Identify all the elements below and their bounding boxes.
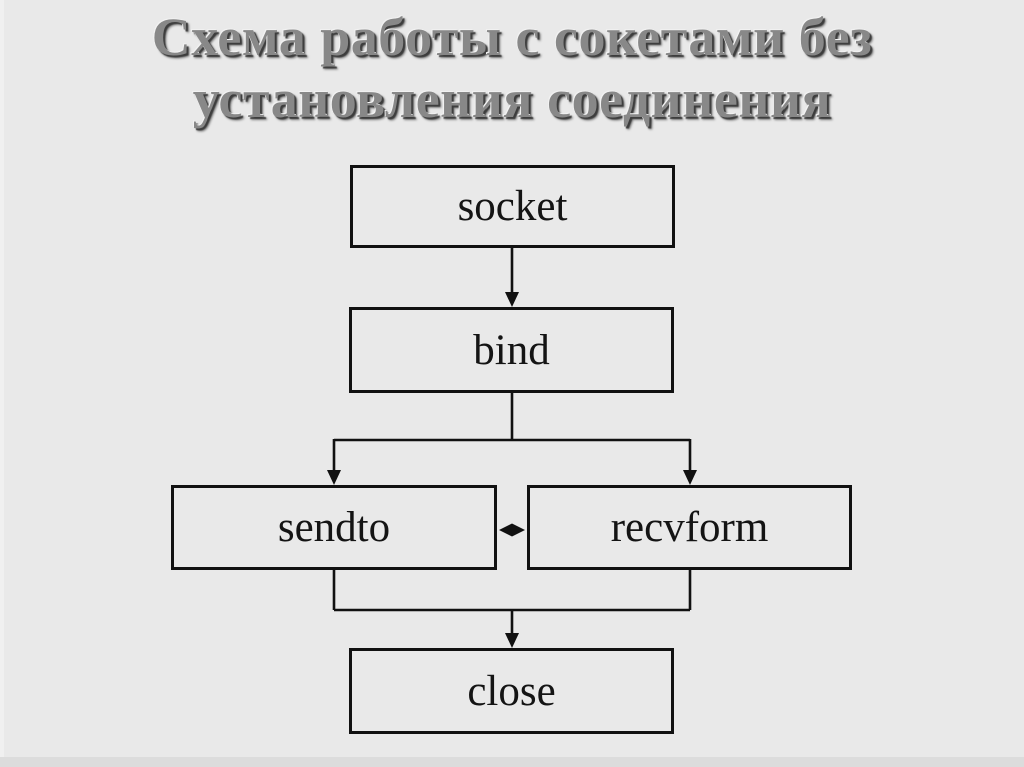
- arrow-merge-to-close-icon: [505, 609, 519, 648]
- node-socket: socket: [350, 165, 675, 248]
- slide-title: Схема работы с сокетами без установления…: [0, 6, 1024, 130]
- node-recvform-label: recvform: [610, 504, 769, 551]
- node-bind-label: bind: [473, 326, 550, 374]
- slide-bottom-edge: [0, 757, 1024, 767]
- node-close: close: [349, 648, 674, 734]
- node-sendto: sendto: [171, 485, 497, 570]
- connector-merge-to-close: [332, 570, 692, 612]
- node-socket-label: socket: [457, 183, 568, 230]
- slide-title-line1: Схема работы с сокетами без: [151, 7, 873, 67]
- double-arrow-sendto-recvform-icon: [499, 523, 525, 537]
- slide-left-edge: [0, 0, 4, 767]
- arrow-socket-to-bind-icon: [505, 248, 519, 307]
- node-recvform: recvform: [527, 485, 852, 570]
- node-bind: bind: [349, 307, 674, 393]
- node-close-label: close: [467, 667, 556, 715]
- arrow-branch-to-sendto-icon: [327, 439, 341, 485]
- slide-title-line2: установления соединения: [192, 69, 832, 129]
- arrow-branch-to-recvform-icon: [683, 439, 697, 485]
- connector-bind-branch: [334, 393, 690, 442]
- node-sendto-label: sendto: [277, 504, 391, 551]
